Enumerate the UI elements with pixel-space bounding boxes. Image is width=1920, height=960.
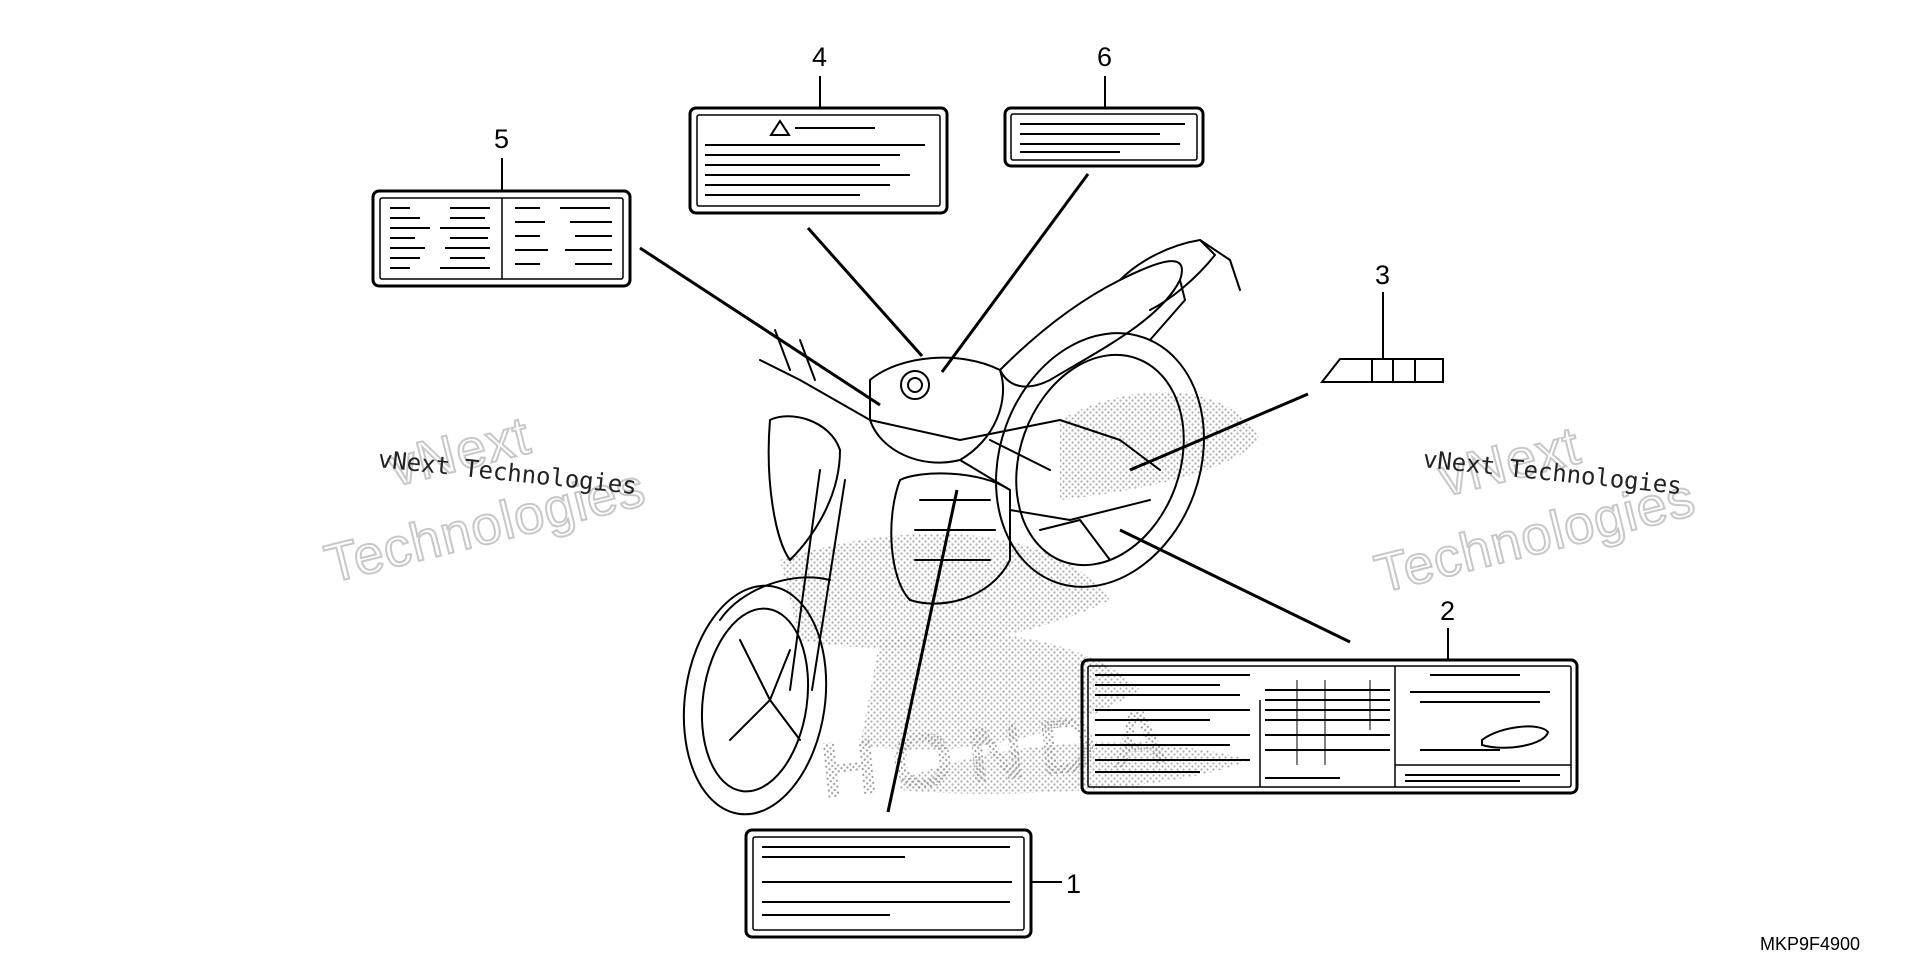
label-2-emission-tire-info <box>1080 658 1579 795</box>
leader-line-5 <box>639 246 881 407</box>
callout-4: 4 <box>812 42 827 72</box>
warning-triangle-icon <box>769 119 791 136</box>
leader-lines <box>639 173 1351 813</box>
background-stipple <box>780 392 1260 794</box>
callout-5: 5 <box>494 124 509 154</box>
part-code: MKP9F4900 <box>1760 934 1860 954</box>
callout-1: 1 <box>1066 869 1081 899</box>
watermark-right: vNext Technologies vNext Technologies <box>1368 414 1702 605</box>
callout-3: 3 <box>1375 260 1390 290</box>
callout-ticks <box>501 76 1449 883</box>
leader-line-1 <box>886 489 959 813</box>
label-3-drive-chain <box>1319 358 1444 383</box>
label-4-safety-warning <box>688 106 949 215</box>
tire-pressure-icon <box>1481 725 1550 749</box>
label-1-caution <box>744 828 1033 939</box>
watermark-left: vNext Technologies vNext Technologies <box>318 404 652 595</box>
label-5-specification <box>371 189 632 288</box>
front-wheel <box>682 584 828 816</box>
callout-6: 6 <box>1097 42 1112 72</box>
label-6-fuel <box>1003 106 1205 168</box>
rear-wheel <box>995 332 1205 588</box>
leader-line-6 <box>940 173 1090 373</box>
callout-2: 2 <box>1440 596 1455 626</box>
leader-line-3 <box>1129 392 1309 472</box>
leader-line-2 <box>1119 528 1351 644</box>
leader-line-4 <box>806 227 924 357</box>
